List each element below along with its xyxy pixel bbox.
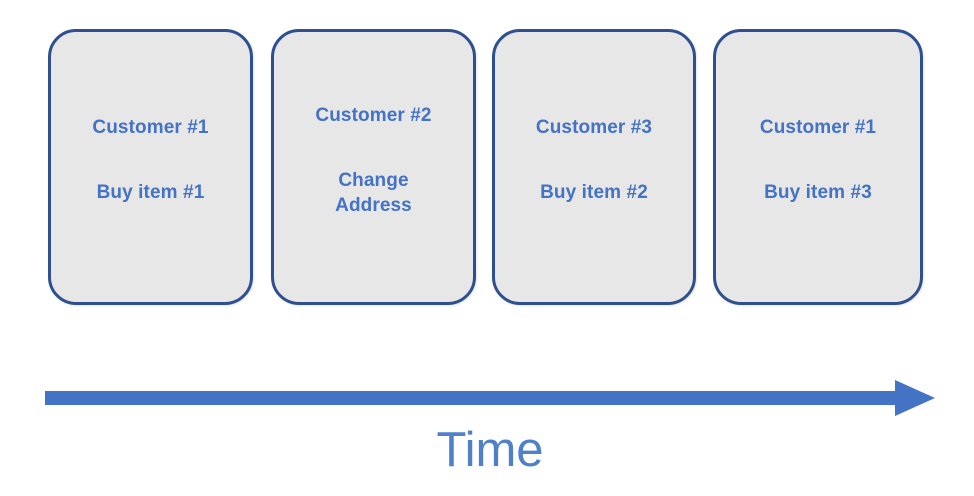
time-axis-label: Time — [0, 421, 974, 479]
event-box-3-actor: Customer #3 — [535, 117, 653, 138]
event-box-1-action: Buy item #1 — [96, 182, 205, 203]
event-box-4-actor: Customer #1 — [759, 117, 877, 138]
event-box-1[interactable]: Customer #1 Buy item #1 — [48, 29, 253, 305]
event-box-3-action: Buy item #2 — [540, 182, 648, 203]
event-box-4[interactable]: Customer #1 Buy item #3 — [713, 29, 923, 305]
event-box-1-actor: Customer #1 — [92, 117, 209, 138]
event-box-3-text: Customer #3 Buy item #2 — [528, 115, 660, 205]
event-box-3[interactable]: Customer #3 Buy item #2 — [492, 29, 696, 305]
time-axis-label-text: Time — [436, 423, 544, 477]
event-box-1-text: Customer #1 Buy item #1 — [84, 115, 216, 205]
event-box-2-actor: Customer #2 — [315, 104, 432, 126]
event-box-2-text: Customer #2 Change Address — [307, 103, 439, 218]
event-box-4-action: Buy item #3 — [764, 182, 872, 203]
time-arrow-icon — [45, 376, 935, 420]
event-box-2-action: Change Address — [335, 169, 412, 216]
event-box-2[interactable]: Customer #2 Change Address — [271, 29, 476, 305]
event-box-4-text: Customer #1 Buy item #3 — [752, 115, 884, 205]
